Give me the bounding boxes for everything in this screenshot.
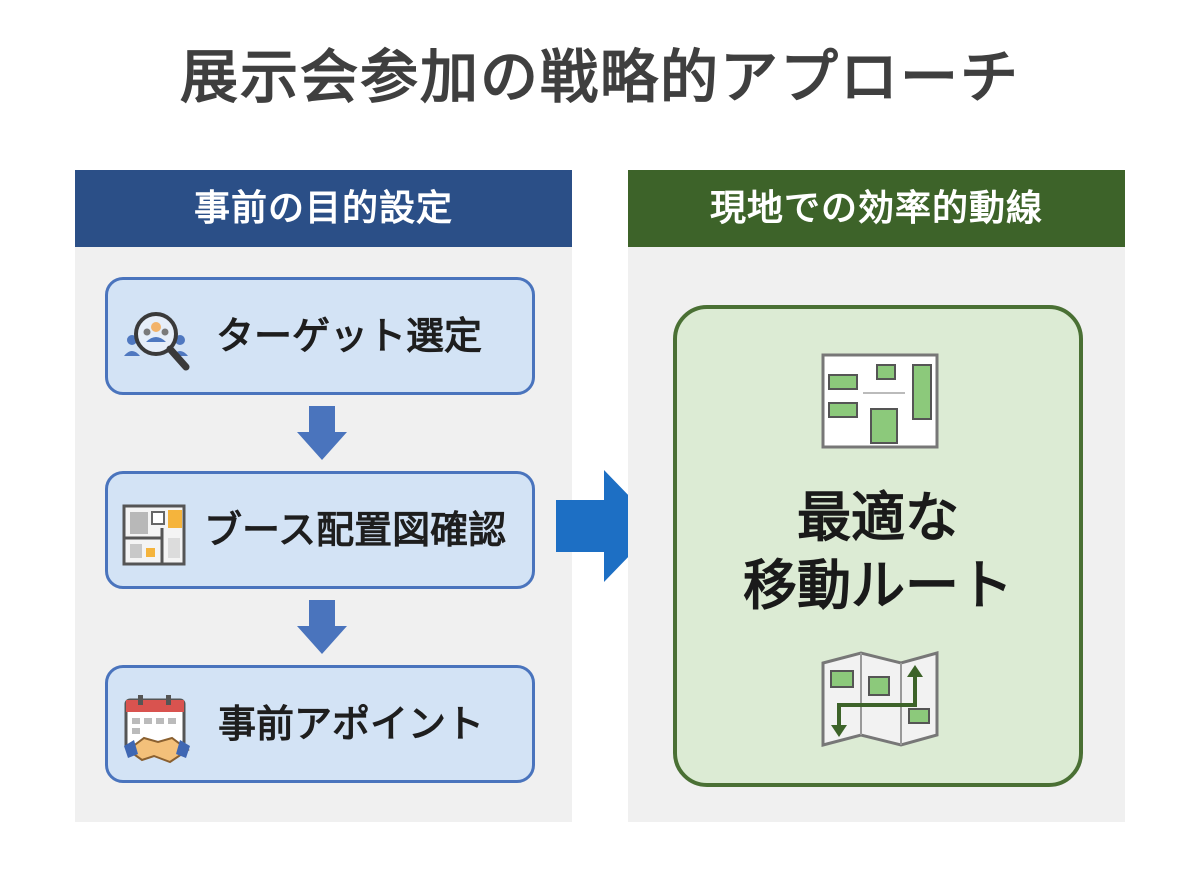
onsite-route-header: 現地での効率的動線: [628, 170, 1125, 247]
down-arrow-icon: [297, 406, 347, 460]
step-appointment: 事前アポイント: [105, 665, 535, 783]
route-map-icon: [821, 651, 939, 747]
result-line-2: 移動ルート: [743, 554, 1013, 617]
right-arrow-icon: [556, 470, 658, 582]
onsite-route-panel: 現地での効率的動線 最適な 移動ルート: [628, 170, 1125, 822]
booth-map-icon: [821, 353, 939, 449]
step-label-target: ターゲット選定: [216, 314, 483, 358]
step-label-appointment: 事前アポイント: [218, 702, 485, 746]
step-floor-plan-check: ブース配置図確認: [105, 471, 535, 589]
page-title: 展示会参加の戦略的アプローチ: [179, 43, 1020, 111]
people-search-icon: [124, 312, 190, 371]
step-target-selection: ターゲット選定: [105, 277, 535, 395]
pre-planning-header: 事前の目的設定: [75, 170, 572, 247]
calendar-handshake-icon: [124, 695, 190, 764]
optimal-route-box: 最適な 移動ルート: [673, 305, 1083, 787]
down-arrow-icon: [297, 600, 347, 654]
pre-planning-panel: 事前の目的設定 ターゲット選定: [75, 170, 572, 822]
result-line-1: 最適な: [797, 486, 959, 549]
floor-plan-icon: [122, 504, 186, 566]
step-label-floor-plan: ブース配置図確認: [204, 508, 507, 552]
